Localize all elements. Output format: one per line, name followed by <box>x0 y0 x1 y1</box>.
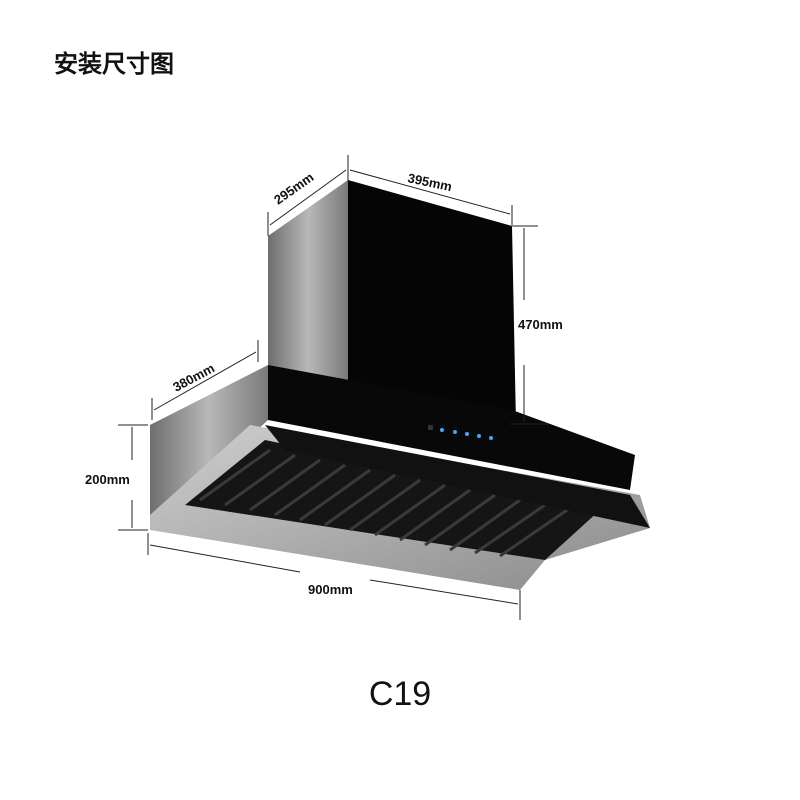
model-name: C19 <box>368 675 432 713</box>
glass-panel <box>268 365 635 490</box>
dim-chimney-depth: 295mm <box>271 169 316 207</box>
dim-chimney-height: 470mm <box>518 317 563 332</box>
page-title: 安装尺寸图 <box>54 51 174 78</box>
dim-body-depth: 380mm <box>170 360 217 394</box>
glass-flap <box>265 425 650 528</box>
control-panel[interactable] <box>428 425 493 440</box>
chimney-side <box>268 180 348 410</box>
dim-body-width: 900mm <box>308 582 353 597</box>
dim-body-height: 200mm <box>85 472 130 487</box>
dimension-lines <box>118 155 548 620</box>
dim-chimney-width: 395mm <box>406 170 453 194</box>
filter-slats <box>199 448 571 558</box>
chimney-front <box>348 180 516 425</box>
